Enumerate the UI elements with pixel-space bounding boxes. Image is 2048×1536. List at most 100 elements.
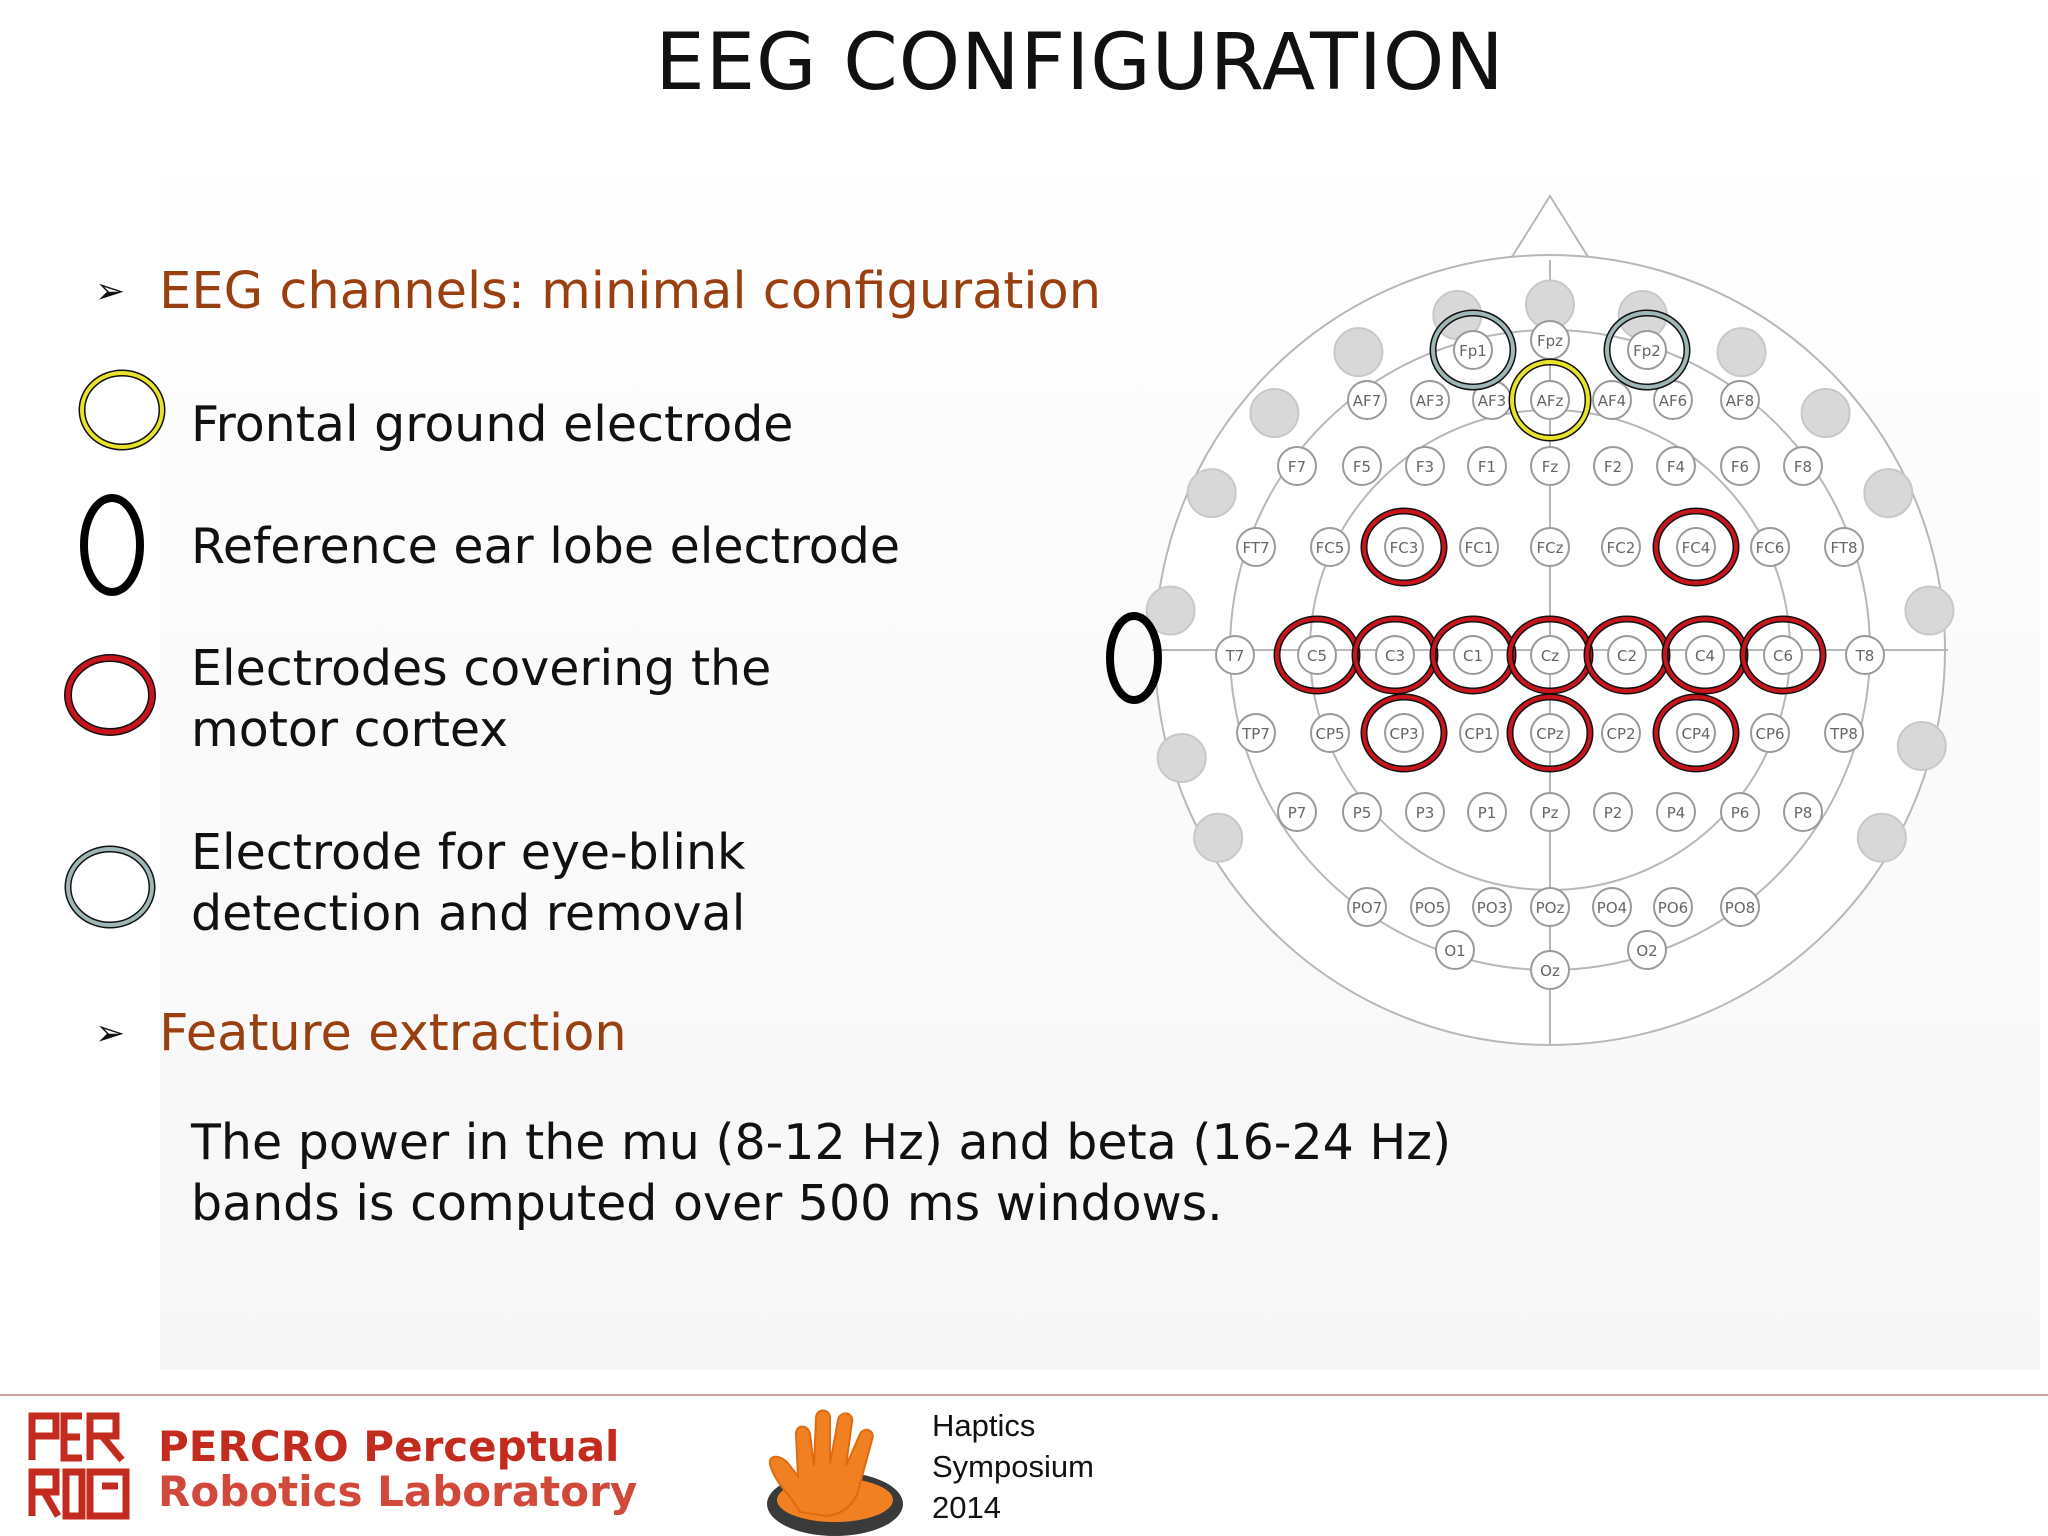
motor-ring-inner: [1741, 617, 1825, 693]
electrode-node: [1530, 527, 1570, 567]
ground-ring-icon: [78, 369, 166, 451]
electrode-label: FC3: [1390, 539, 1419, 557]
electrode-label: PO6: [1658, 899, 1688, 917]
electrode-node: [1720, 887, 1760, 927]
bullet-channels-label: EEG channels: minimal configuration: [159, 262, 1102, 321]
electrode-node: [1435, 930, 1475, 970]
electrode-label: PO4: [1597, 899, 1627, 917]
electrode-label: Oz: [1540, 962, 1560, 980]
electrode-label: PO3: [1477, 899, 1507, 917]
reference-ear-ring: [1106, 612, 1162, 704]
electrode-node: [1530, 380, 1570, 420]
electrode-label: F5: [1353, 458, 1371, 476]
electrode-label: AF3: [1416, 392, 1444, 410]
electrode-label: CP2: [1606, 725, 1635, 743]
electrode-node: [1607, 635, 1647, 675]
electrode-label: F4: [1667, 458, 1685, 476]
outer-marker: [1249, 388, 1300, 439]
motor-ring-inner: [1654, 509, 1738, 585]
electrode-label: O1: [1444, 942, 1465, 960]
electrode-node: [1375, 635, 1415, 675]
reference-ring-icon: [80, 494, 144, 596]
electrode-label: FC6: [1756, 539, 1785, 557]
electrode-label: F6: [1731, 458, 1749, 476]
motor-ring-inner: [1508, 695, 1592, 771]
electrode-node: [1277, 792, 1317, 832]
electrode-label: C2: [1617, 647, 1637, 665]
electrode-label: P6: [1731, 804, 1750, 822]
eye-blink-ring-inner: [1605, 311, 1689, 389]
electrode-label: P5: [1353, 804, 1372, 822]
electrode-label: P7: [1288, 804, 1307, 822]
motor-ring-inner: [1654, 695, 1738, 771]
electrode-node: [1277, 446, 1317, 486]
electrode-label: CP3: [1389, 725, 1418, 743]
electrode-node: [1601, 713, 1641, 753]
electrode-label: P3: [1416, 804, 1435, 822]
electrode-node: [1236, 527, 1276, 567]
outer-marker: [1856, 812, 1907, 863]
feature-line1: The power in the mu (8-12 Hz) and beta (…: [191, 1114, 1452, 1171]
electrode-label: FC1: [1465, 539, 1494, 557]
electrode-label: FT7: [1242, 539, 1269, 557]
lab-name: PERCRO Perceptual Robotics Laboratory: [158, 1424, 637, 1514]
electrode-label: FCz: [1537, 539, 1564, 557]
outer-marker: [1186, 468, 1237, 519]
electrode-label: F8: [1794, 458, 1812, 476]
electrode-node: [1720, 446, 1760, 486]
electrode-node: [1676, 713, 1716, 753]
electrode-label: C3: [1385, 647, 1405, 665]
legend-eye-line2: detection and removal: [191, 885, 746, 942]
electrode-label: POz: [1536, 899, 1565, 917]
electrode-node: [1530, 446, 1570, 486]
outer-marker: [1800, 388, 1851, 439]
electrode-label: Fp1: [1459, 342, 1487, 360]
electrode-label: Fz: [1542, 458, 1559, 476]
symp-line1: Haptics: [932, 1408, 1036, 1443]
electrode-node: [1653, 887, 1693, 927]
electrode-label: P4: [1667, 804, 1686, 822]
electrode-label: CPz: [1536, 725, 1564, 743]
electrode-label: F3: [1416, 458, 1434, 476]
electrode-node: [1410, 380, 1450, 420]
electrode-node: [1750, 527, 1790, 567]
electrode-node: [1530, 713, 1570, 753]
electrode-label: PO5: [1415, 899, 1445, 917]
electrode-node: [1656, 792, 1696, 832]
electrode-node: [1215, 635, 1255, 675]
electrode-label: C1: [1463, 647, 1483, 665]
electrode-node: [1405, 792, 1445, 832]
electrode-label: CP6: [1755, 725, 1784, 743]
electrode-node: [1467, 792, 1507, 832]
electrode-label: Fpz: [1537, 332, 1563, 350]
electrode-node: [1627, 930, 1667, 970]
nose-triangle: [1508, 194, 1592, 261]
electrode-node: [1310, 527, 1350, 567]
electrode-node: [1592, 380, 1632, 420]
electrode-node: [1845, 635, 1885, 675]
electrode-label: F2: [1604, 458, 1622, 476]
legend-ground-label: Frontal ground electrode: [191, 396, 794, 453]
electrode-label: CP1: [1464, 725, 1493, 743]
electrode-label: F7: [1288, 458, 1306, 476]
legend-eye-line1: Electrode for eye-blink: [191, 824, 746, 881]
electrode-node: [1310, 713, 1350, 753]
electrode-node: [1763, 635, 1803, 675]
electrode-label: AF4: [1598, 392, 1626, 410]
electrode-node: [1384, 713, 1424, 753]
feature-description: The power in the mu (8-12 Hz) and beta (…: [191, 1112, 1451, 1234]
electrode-label: CP4: [1681, 725, 1710, 743]
feature-line2: bands is computed over 500 ms windows.: [191, 1175, 1223, 1232]
electrode-label: P1: [1478, 804, 1497, 822]
electrode-label: Fp2: [1633, 342, 1661, 360]
electrode-node: [1593, 446, 1633, 486]
lab-name-line1: PERCRO Perceptual: [158, 1422, 620, 1471]
motor-ring-inner: [1362, 509, 1446, 585]
outer-marker: [1716, 327, 1767, 378]
electrode-label: AF7: [1353, 392, 1381, 410]
electrode-node: [1783, 792, 1823, 832]
symp-line2: Symposium: [932, 1449, 1094, 1484]
electrode-node: [1656, 446, 1696, 486]
